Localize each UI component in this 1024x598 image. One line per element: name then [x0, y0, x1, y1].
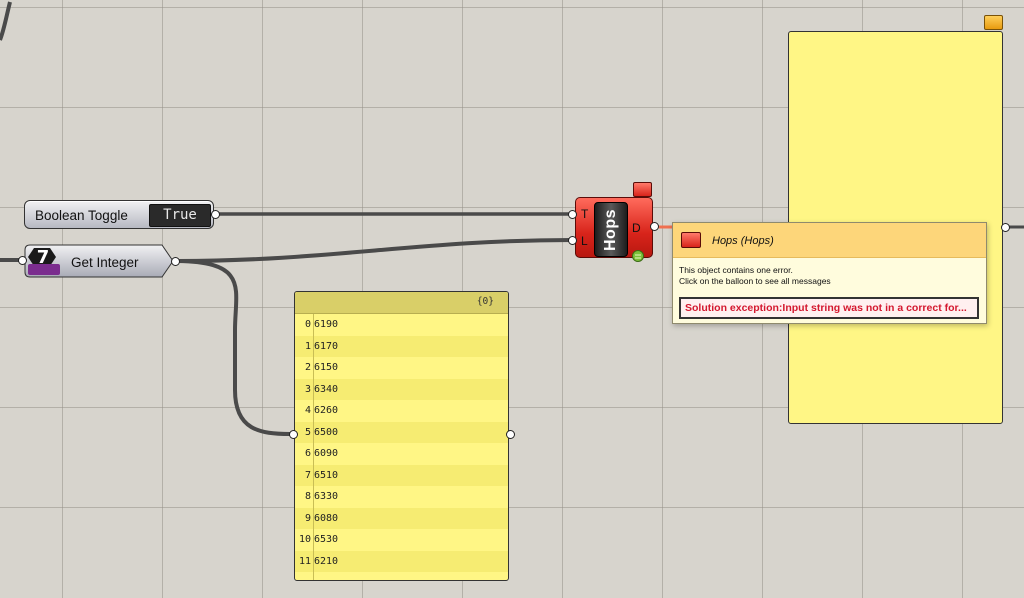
panel-index-divider: [313, 314, 314, 580]
tooltip-title: Hops (Hops): [712, 235, 774, 247]
error-balloon-icon: [681, 232, 701, 248]
panel-row-index: 3: [304, 383, 311, 395]
panel-row-value: 6530: [314, 534, 339, 545]
panel-row-index: 8: [304, 491, 311, 502]
get-integer-node[interactable]: 7 Get Integer: [24, 244, 174, 278]
panel-row-index: 11: [298, 555, 311, 567]
get-integer-output-port[interactable]: [171, 257, 180, 266]
panel-row-value: 6150: [314, 362, 339, 373]
panel-row-value: 6080: [314, 512, 339, 524]
panel-row-value: 6500: [314, 426, 339, 438]
panel-row-value: 6260: [314, 405, 339, 416]
hops-core: Hops: [594, 202, 628, 257]
hops-input-l: L: [581, 234, 588, 248]
panel-row-value: 6170: [314, 340, 339, 352]
tooltip-header: Hops (Hops): [673, 223, 986, 258]
panel-row-index: 9: [304, 512, 311, 524]
panel-row-value: 6340: [314, 383, 339, 395]
panel-path: {0}: [476, 296, 494, 307]
hops-name: Hops: [602, 208, 619, 251]
hops-input-port-l[interactable]: [568, 236, 577, 245]
error-tooltip[interactable]: Hops (Hops) This object contains one err…: [672, 222, 987, 324]
output-panel-input-port[interactable]: [1001, 223, 1010, 232]
panel-row-index: 7: [304, 469, 311, 481]
integer-param-tag-icon: [28, 264, 60, 275]
panel-row-index: 5: [304, 426, 311, 438]
warning-flag-icon[interactable]: [984, 15, 1003, 30]
panel-row-value: 6090: [314, 448, 339, 459]
boolean-toggle-label: Boolean Toggle: [35, 208, 128, 223]
panel-row-value: 6210: [314, 555, 339, 567]
tooltip-line-1: This object contains one error.: [679, 265, 793, 275]
panel-input-port[interactable]: [289, 430, 298, 439]
panel-row-index: 2: [304, 362, 311, 373]
panel-header: {0}: [295, 292, 508, 314]
panel-row-index: 10: [298, 534, 311, 545]
panel-row-index: 0: [304, 319, 311, 330]
hops-plugin-icon: [632, 250, 644, 262]
get-integer-input-port[interactable]: [18, 256, 27, 265]
integer-badge-number: 7: [36, 247, 50, 268]
boolean-toggle[interactable]: Boolean Toggle True: [24, 200, 214, 229]
panel-row-value: 6190: [314, 319, 339, 330]
get-integer-shape: [24, 244, 174, 278]
panel-output-port[interactable]: [506, 430, 515, 439]
get-integer-label: Get Integer: [71, 255, 139, 270]
panel-row-index: 4: [304, 405, 311, 416]
hops-component[interactable]: T L Hops D: [575, 197, 653, 258]
panel-row-value: 6330: [314, 491, 339, 502]
panel-row-index: 6: [304, 448, 311, 459]
panel-row-index: 1: [304, 340, 311, 352]
error-balloon-icon[interactable]: [633, 182, 652, 197]
boolean-toggle-value[interactable]: True: [149, 204, 211, 227]
hops-output-d: D: [632, 221, 641, 235]
hops-input-port-t[interactable]: [568, 210, 577, 219]
boolean-toggle-output-port[interactable]: [211, 210, 220, 219]
hops-output-port-d[interactable]: [650, 222, 659, 231]
tooltip-error-message[interactable]: Solution exception:Input string was not …: [679, 297, 979, 319]
panel-row-value: 6510: [314, 469, 339, 481]
tooltip-line-2: Click on the balloon to see all messages: [679, 276, 831, 286]
hops-input-t: T: [581, 207, 589, 221]
